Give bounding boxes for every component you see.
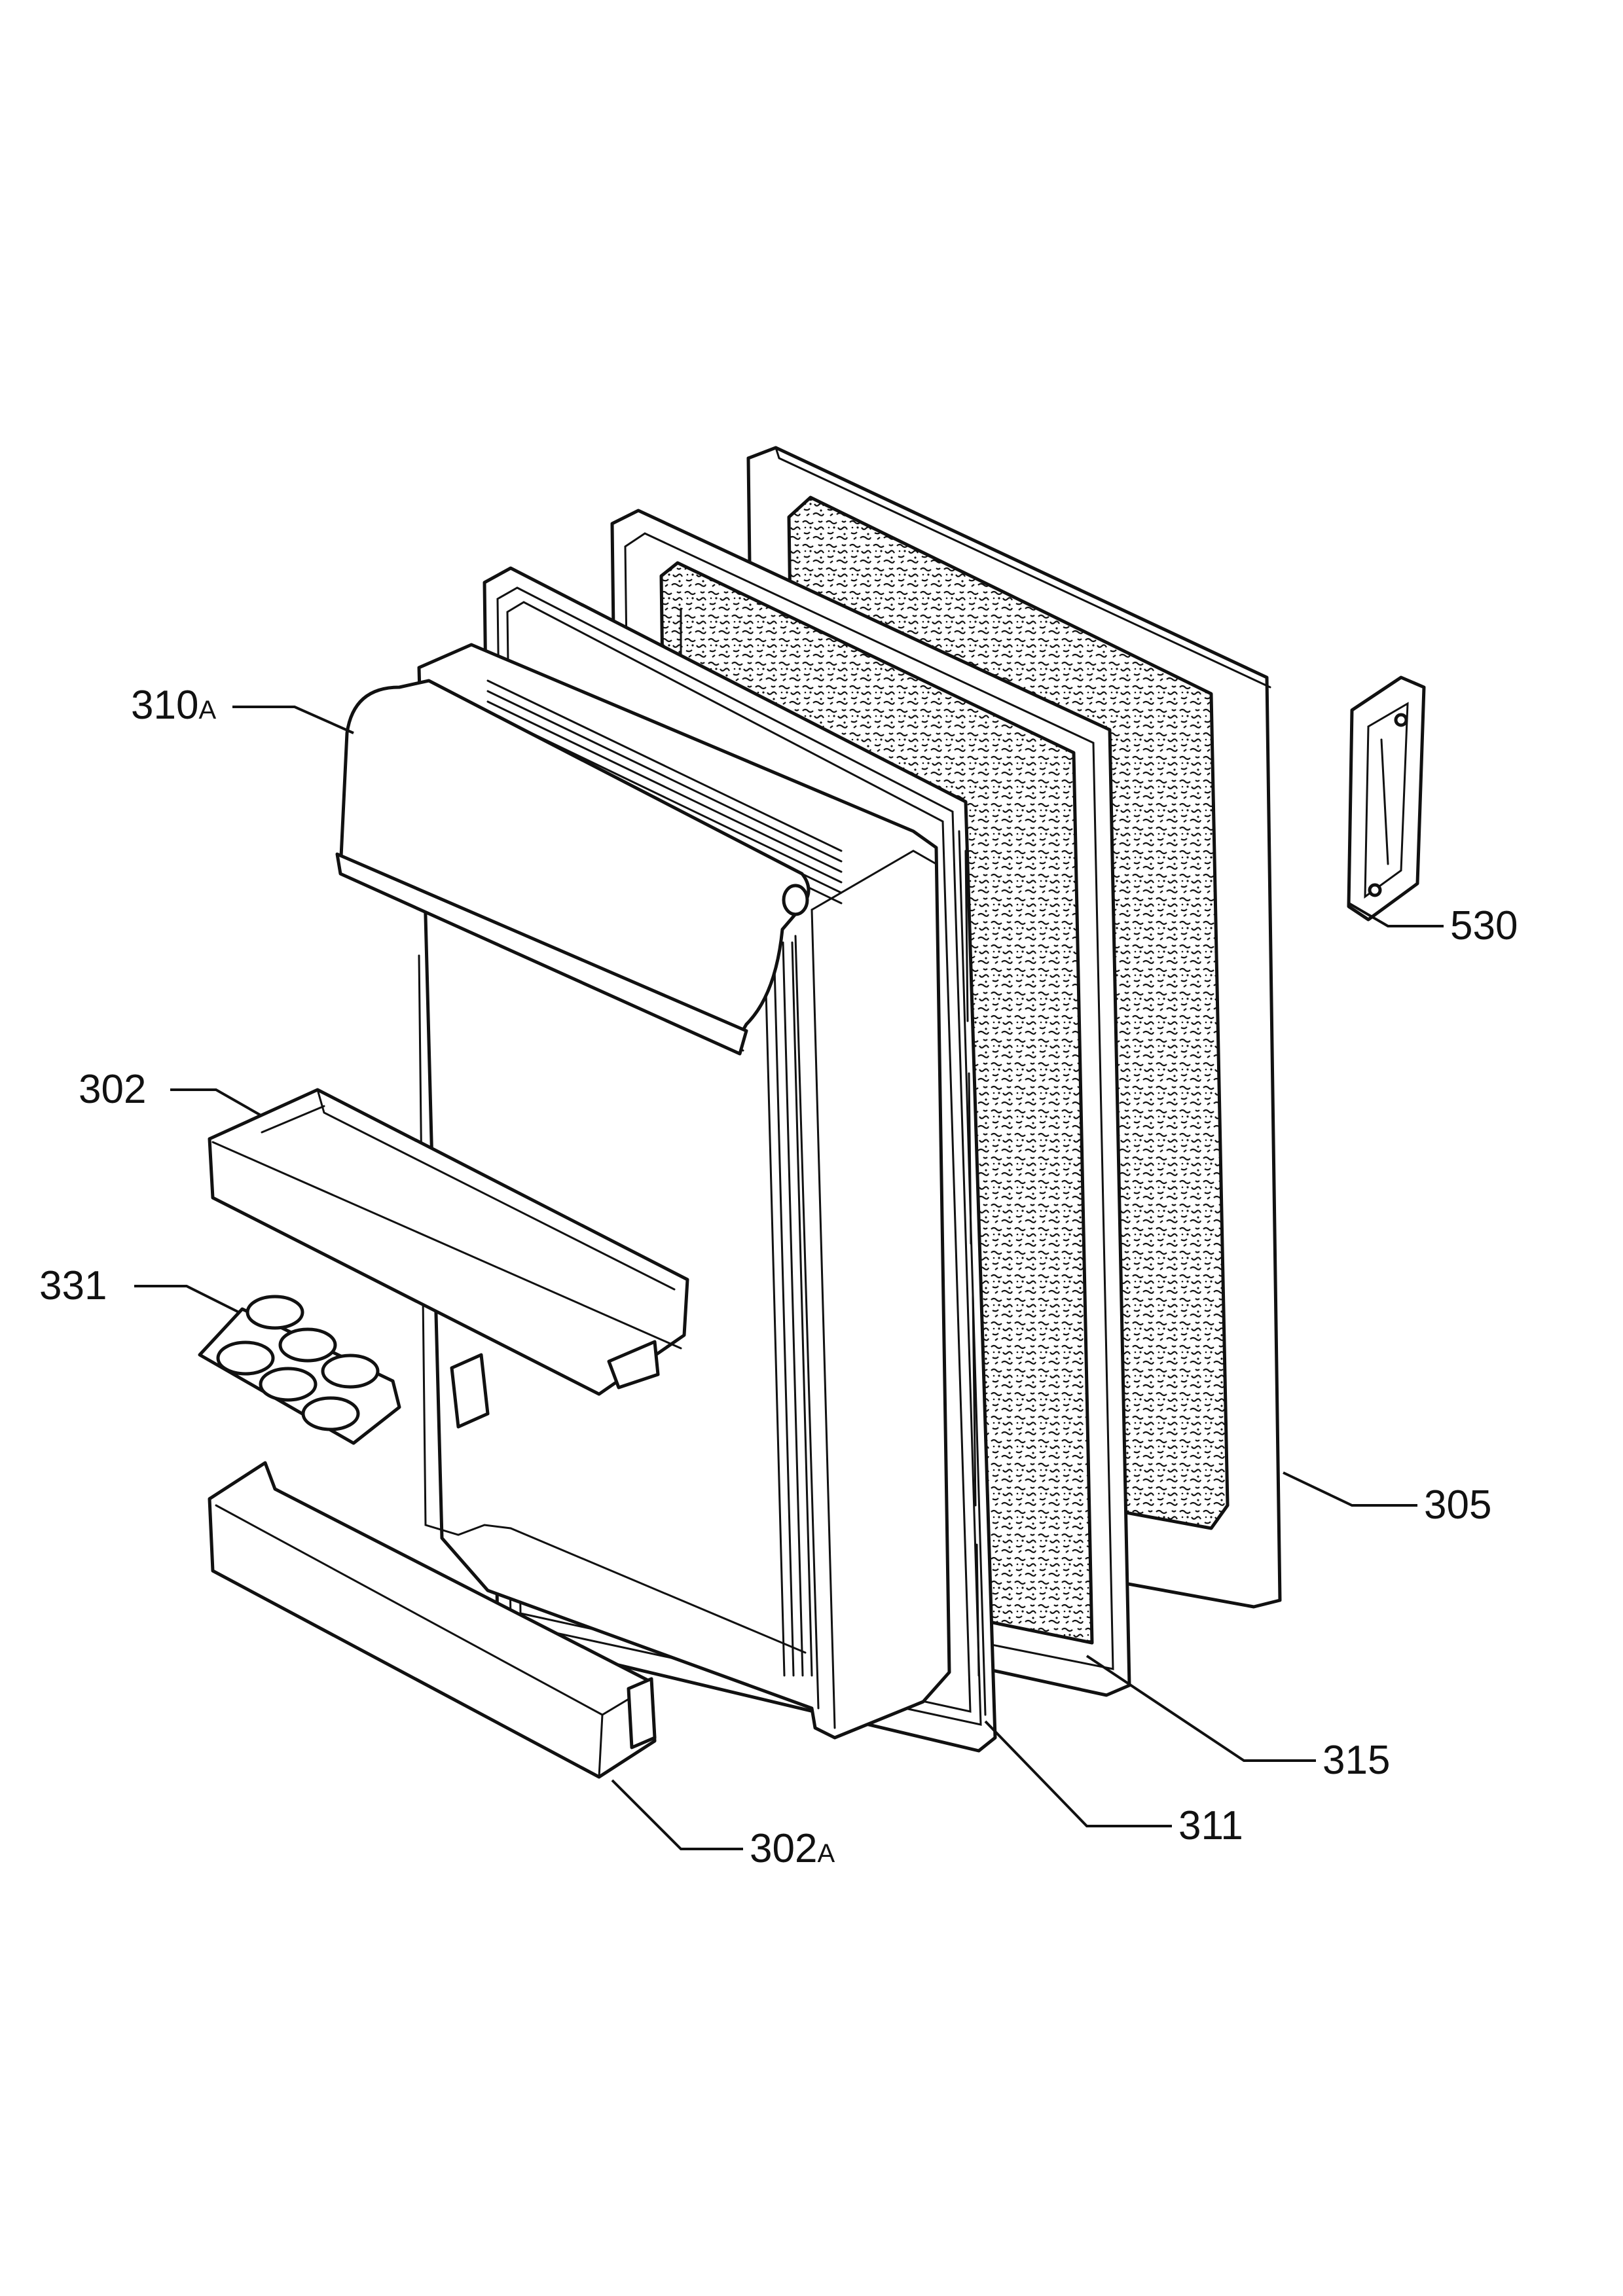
callout-310a: 310A [131, 683, 216, 728]
lower-door-bin [208, 1461, 657, 1779]
callout-315: 315 [1322, 1738, 1390, 1783]
callout-331: 331 [39, 1263, 107, 1308]
callout-302: 302 [79, 1067, 146, 1112]
callout-302a: 302A [750, 1826, 835, 1871]
door-handle [1347, 675, 1426, 922]
callout-311: 311 [1178, 1803, 1243, 1848]
upper-door-bin [335, 679, 811, 1056]
callout-530: 530 [1450, 903, 1518, 948]
callout-leaders [134, 706, 1444, 1850]
egg-tray [198, 1295, 401, 1445]
liner-ribs [486, 679, 843, 1677]
callout-305: 305 [1424, 1482, 1491, 1528]
door-shelf [208, 1088, 689, 1396]
